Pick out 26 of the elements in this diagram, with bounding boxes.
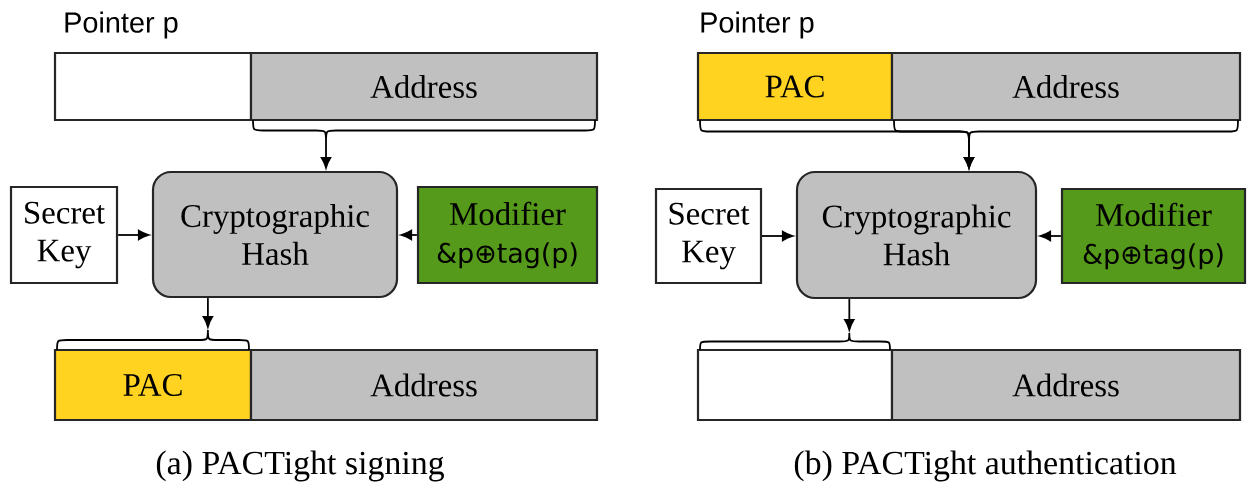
arrow	[117, 229, 150, 241]
modifier-box: Modifier &p⊕tag(p)	[1060, 187, 1247, 285]
hash-box: Cryptographic Hash	[795, 170, 1038, 300]
pac-field: PAC	[696, 51, 894, 122]
pointer-label: Pointer p	[65, 11, 178, 39]
arrow	[1039, 230, 1062, 242]
hash-box: Cryptographic Hash	[151, 170, 399, 299]
caption: (b) PACTight authentication	[794, 450, 1177, 482]
arrow	[252, 119, 596, 169]
pac-field: PAC	[53, 329, 253, 422]
arrow	[844, 298, 855, 331]
arrow	[400, 229, 418, 241]
address-field: Address	[890, 51, 1242, 122]
pointer-field	[696, 332, 894, 422]
address-field: Address	[890, 348, 1242, 422]
key-box: Secret Key	[9, 185, 119, 285]
arrow	[893, 119, 1239, 169]
pointer-label: Pointer p	[701, 11, 814, 39]
arrow	[761, 230, 794, 242]
modifier-box: Modifier &p⊕tag(p)	[416, 185, 599, 285]
caption: (a) PACTight signing	[156, 450, 444, 482]
address-field: Address	[249, 51, 599, 122]
pointer-field	[53, 51, 253, 122]
key-box: Secret Key	[654, 187, 763, 285]
arrow	[202, 297, 214, 328]
address-field: Address	[249, 348, 599, 422]
